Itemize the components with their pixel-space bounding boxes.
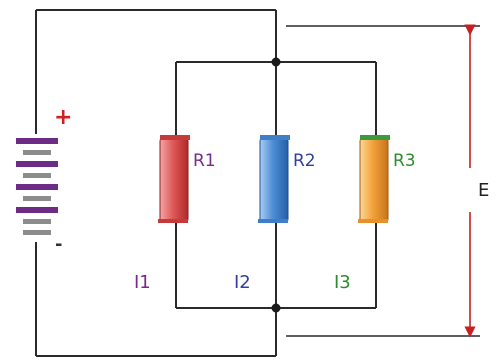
- battery-cell-short-2: [23, 173, 51, 178]
- resistor-r1-cap-bottom: [158, 219, 188, 223]
- wires: [35, 9, 480, 357]
- voltage-indicator: E: [464, 24, 489, 338]
- resistor-r2-body: [259, 137, 289, 223]
- junction-bottom: [271, 303, 281, 313]
- resistor-r3: R3: [358, 135, 416, 223]
- junction-top: [271, 57, 281, 67]
- resistor-r1: R1: [158, 135, 216, 223]
- junctions: [271, 57, 281, 313]
- battery: + -: [16, 105, 72, 255]
- current-i3-label: I3: [334, 272, 351, 293]
- current-i1-label: I1: [134, 272, 151, 293]
- battery-cell-short-3: [23, 196, 51, 201]
- resistor-r3-label: R3: [393, 151, 416, 171]
- battery-cell-short-4: [23, 219, 51, 224]
- resistor-r3-cap-top: [360, 135, 390, 140]
- resistor-r2-label: R2: [293, 151, 316, 171]
- resistor-r3-body: [359, 137, 389, 223]
- battery-plus-label: +: [54, 105, 72, 130]
- resistor-r2: R2: [258, 135, 316, 223]
- battery-cell-long-2: [16, 161, 58, 167]
- resistor-r2-cap-top: [260, 135, 290, 140]
- resistor-r3-cap-bottom: [358, 219, 388, 223]
- resistor-r1-cap-top: [160, 135, 190, 140]
- battery-cell-short-1: [23, 150, 51, 155]
- resistor-r1-body: [159, 137, 189, 223]
- battery-cell-long-3: [16, 184, 58, 190]
- battery-cell-long-1: [16, 138, 58, 144]
- battery-minus-label: -: [55, 234, 62, 255]
- battery-cell-short-5: [23, 230, 51, 235]
- resistor-r1-label: R1: [193, 151, 216, 171]
- resistor-r2-cap-bottom: [258, 219, 288, 223]
- voltage-e-label: E: [478, 180, 489, 201]
- current-i2-label: I2: [234, 272, 251, 293]
- battery-cell-long-4: [16, 207, 58, 213]
